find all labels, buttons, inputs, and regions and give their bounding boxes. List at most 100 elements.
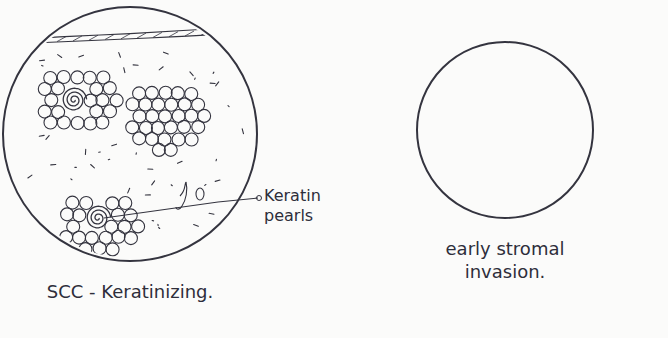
surface-hatch xyxy=(153,32,162,37)
stroma-mark xyxy=(210,83,215,84)
surface-hatch xyxy=(169,32,178,37)
tumour-cell xyxy=(171,87,184,100)
tumour-cell xyxy=(132,220,145,233)
tumour-cell xyxy=(119,196,132,209)
tumour-cell xyxy=(111,208,124,221)
surface-hatch xyxy=(25,38,34,43)
tumour-cell xyxy=(152,98,165,111)
tumour-cell xyxy=(57,116,70,129)
surface-hatch xyxy=(217,30,226,35)
tumour-cell xyxy=(93,242,106,255)
stroma-mark xyxy=(58,55,62,58)
tumour-cell xyxy=(83,71,96,84)
tumour-cell xyxy=(80,196,93,209)
tumour-cell xyxy=(96,116,109,129)
surface-hatch xyxy=(57,37,66,42)
surface-hatch xyxy=(73,36,82,41)
leader-line xyxy=(104,198,258,218)
stroma-mark xyxy=(99,151,100,152)
tumour-cell xyxy=(71,116,84,129)
ring-mark xyxy=(196,188,204,200)
tumour-cell xyxy=(133,132,146,145)
stroma-mark xyxy=(145,194,150,195)
tumour-cell xyxy=(165,98,178,111)
keratin-pearl xyxy=(63,88,86,110)
stroma-mark xyxy=(85,149,86,154)
surface-hatch xyxy=(185,31,194,36)
stroma-mark xyxy=(178,161,183,163)
stroma-mark xyxy=(171,184,172,186)
tumour-cell xyxy=(145,86,158,99)
tumour-cell xyxy=(73,231,86,244)
microscope-field: early stromal invasion. xyxy=(415,40,595,283)
stroma-mark xyxy=(75,167,76,168)
tumour-cell xyxy=(106,243,119,256)
stroma-mark xyxy=(194,78,196,79)
tumour-cell xyxy=(152,143,165,156)
surface-hatch xyxy=(121,34,130,39)
tumour-cell xyxy=(164,121,177,134)
tumour-cell xyxy=(192,121,205,134)
stroma-mark xyxy=(136,153,137,154)
tumour-cell xyxy=(164,143,177,156)
microscope-field: SCC - Keratinizing. xyxy=(1,5,259,304)
tumour-cell xyxy=(159,86,172,99)
structure-label: Keratin pearls xyxy=(264,186,344,226)
field-outline xyxy=(415,40,595,220)
stroma-mark xyxy=(157,224,158,225)
stroma-mark xyxy=(39,135,44,137)
tumour-cell xyxy=(185,109,198,122)
stroma-mark xyxy=(159,228,160,229)
stroma-mark xyxy=(216,82,219,86)
tumour-cell xyxy=(103,82,116,95)
field-circle xyxy=(417,42,593,218)
stroma-mark xyxy=(215,180,220,181)
tumour-cell xyxy=(178,98,191,111)
surface-hatch xyxy=(105,35,114,40)
tumour-cell xyxy=(45,94,58,107)
stroma-mark xyxy=(40,60,45,62)
tumour-cell xyxy=(126,98,139,111)
stroma-mark xyxy=(205,184,206,186)
stroma-mark xyxy=(159,67,163,70)
stroma-mark xyxy=(91,165,95,168)
stroma-mark xyxy=(228,106,229,107)
tumour-cell xyxy=(139,98,152,111)
stroma-mark xyxy=(152,220,153,221)
stroma-mark xyxy=(209,213,214,215)
stroma-mark xyxy=(148,168,153,169)
bracket-mark xyxy=(176,182,187,209)
stroma-mark xyxy=(71,178,72,180)
tumour-cell xyxy=(66,196,79,209)
stroma-mark xyxy=(51,164,56,165)
stroma-mark xyxy=(133,64,138,66)
leader-end xyxy=(257,196,262,201)
tumour-cell xyxy=(177,120,190,133)
tumour-cell xyxy=(146,110,159,123)
stroma-mark xyxy=(42,65,43,67)
stroma-mark xyxy=(213,72,215,73)
tumour-cell xyxy=(51,82,64,95)
tumour-cell xyxy=(104,105,117,118)
surface-hatch xyxy=(233,29,242,34)
field-circle xyxy=(3,7,257,261)
tumour-cell xyxy=(185,133,198,146)
tumour-cell xyxy=(124,232,137,245)
stroma-mark xyxy=(152,181,155,185)
surface-hatch xyxy=(89,35,98,40)
stroma-mark xyxy=(108,159,109,161)
stroma-mark xyxy=(164,52,169,54)
stroma-mark xyxy=(119,53,121,58)
surface-hatch xyxy=(137,33,146,38)
tumour-cell xyxy=(112,230,125,243)
stroma-mark xyxy=(242,129,243,134)
stroma-mark xyxy=(190,72,193,76)
tumour-cell xyxy=(84,117,97,130)
stroma-mark xyxy=(128,188,130,193)
stroma-mark xyxy=(79,55,84,57)
field-caption: SCC - Keratinizing. xyxy=(47,281,213,304)
tumour-cell xyxy=(61,208,74,221)
stroma-mark xyxy=(112,144,117,146)
stroma-mark xyxy=(28,175,32,178)
stroma-mark xyxy=(215,159,216,160)
